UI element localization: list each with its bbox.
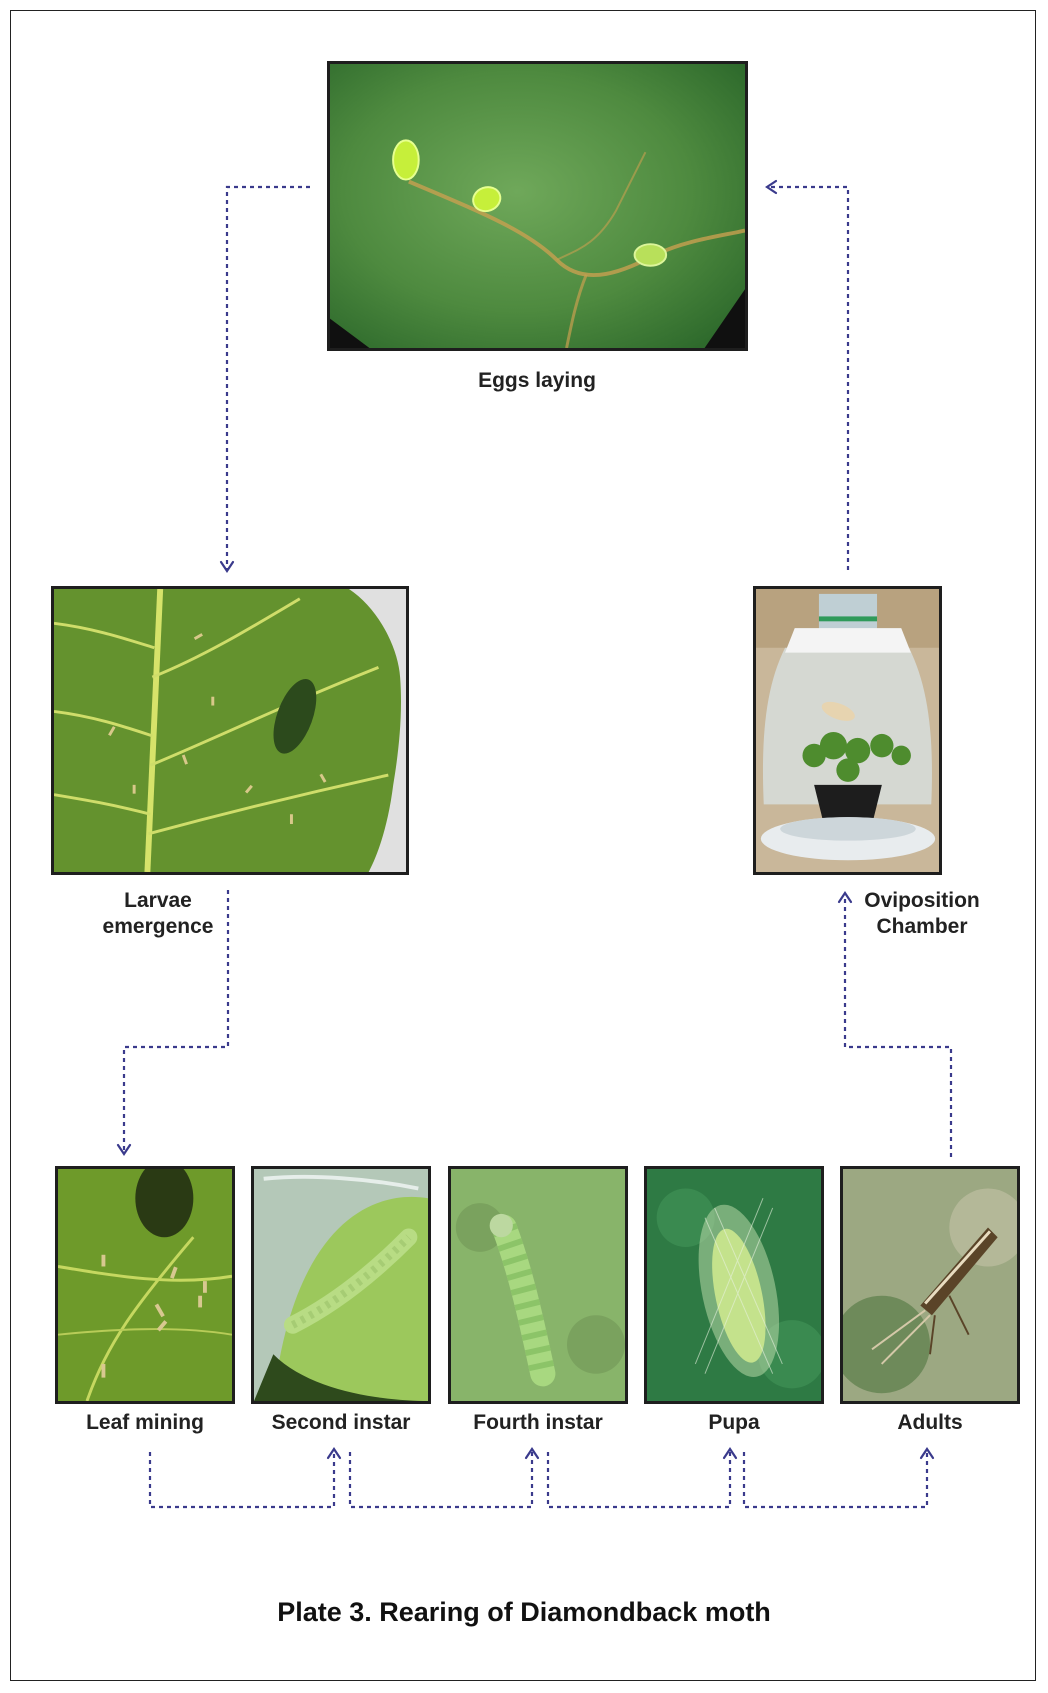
larvae-label-line1: Larvae [68,888,248,914]
pupa-photo [644,1166,824,1404]
pupa-label: Pupa [644,1410,824,1436]
oviposition-label-line2: Chamber [842,914,1002,940]
second-instar-label: Second instar [246,1410,436,1436]
eggs-laying-label: Eggs laying [427,368,647,394]
larvae-emergence-photo [51,586,409,875]
second-instar-photo [251,1166,431,1404]
adults-label: Adults [840,1410,1020,1436]
leaf-mining-label: Leaf mining [55,1410,235,1436]
leaf-mining-photo [55,1166,235,1404]
eggs-laying-photo [327,61,748,351]
larvae-label-line2: emergence [68,914,248,940]
adults-photo [840,1166,1020,1404]
larvae-emergence-label: Larvae emergence [68,888,248,940]
fourth-instar-label: Fourth instar [443,1410,633,1436]
oviposition-label-line1: Oviposition [842,888,1002,914]
oviposition-chamber-label: Oviposition Chamber [842,888,1002,940]
oviposition-chamber-photo [753,586,942,875]
plate-caption: Plate 3. Rearing of Diamondback moth [0,1597,1048,1628]
fourth-instar-photo [448,1166,628,1404]
